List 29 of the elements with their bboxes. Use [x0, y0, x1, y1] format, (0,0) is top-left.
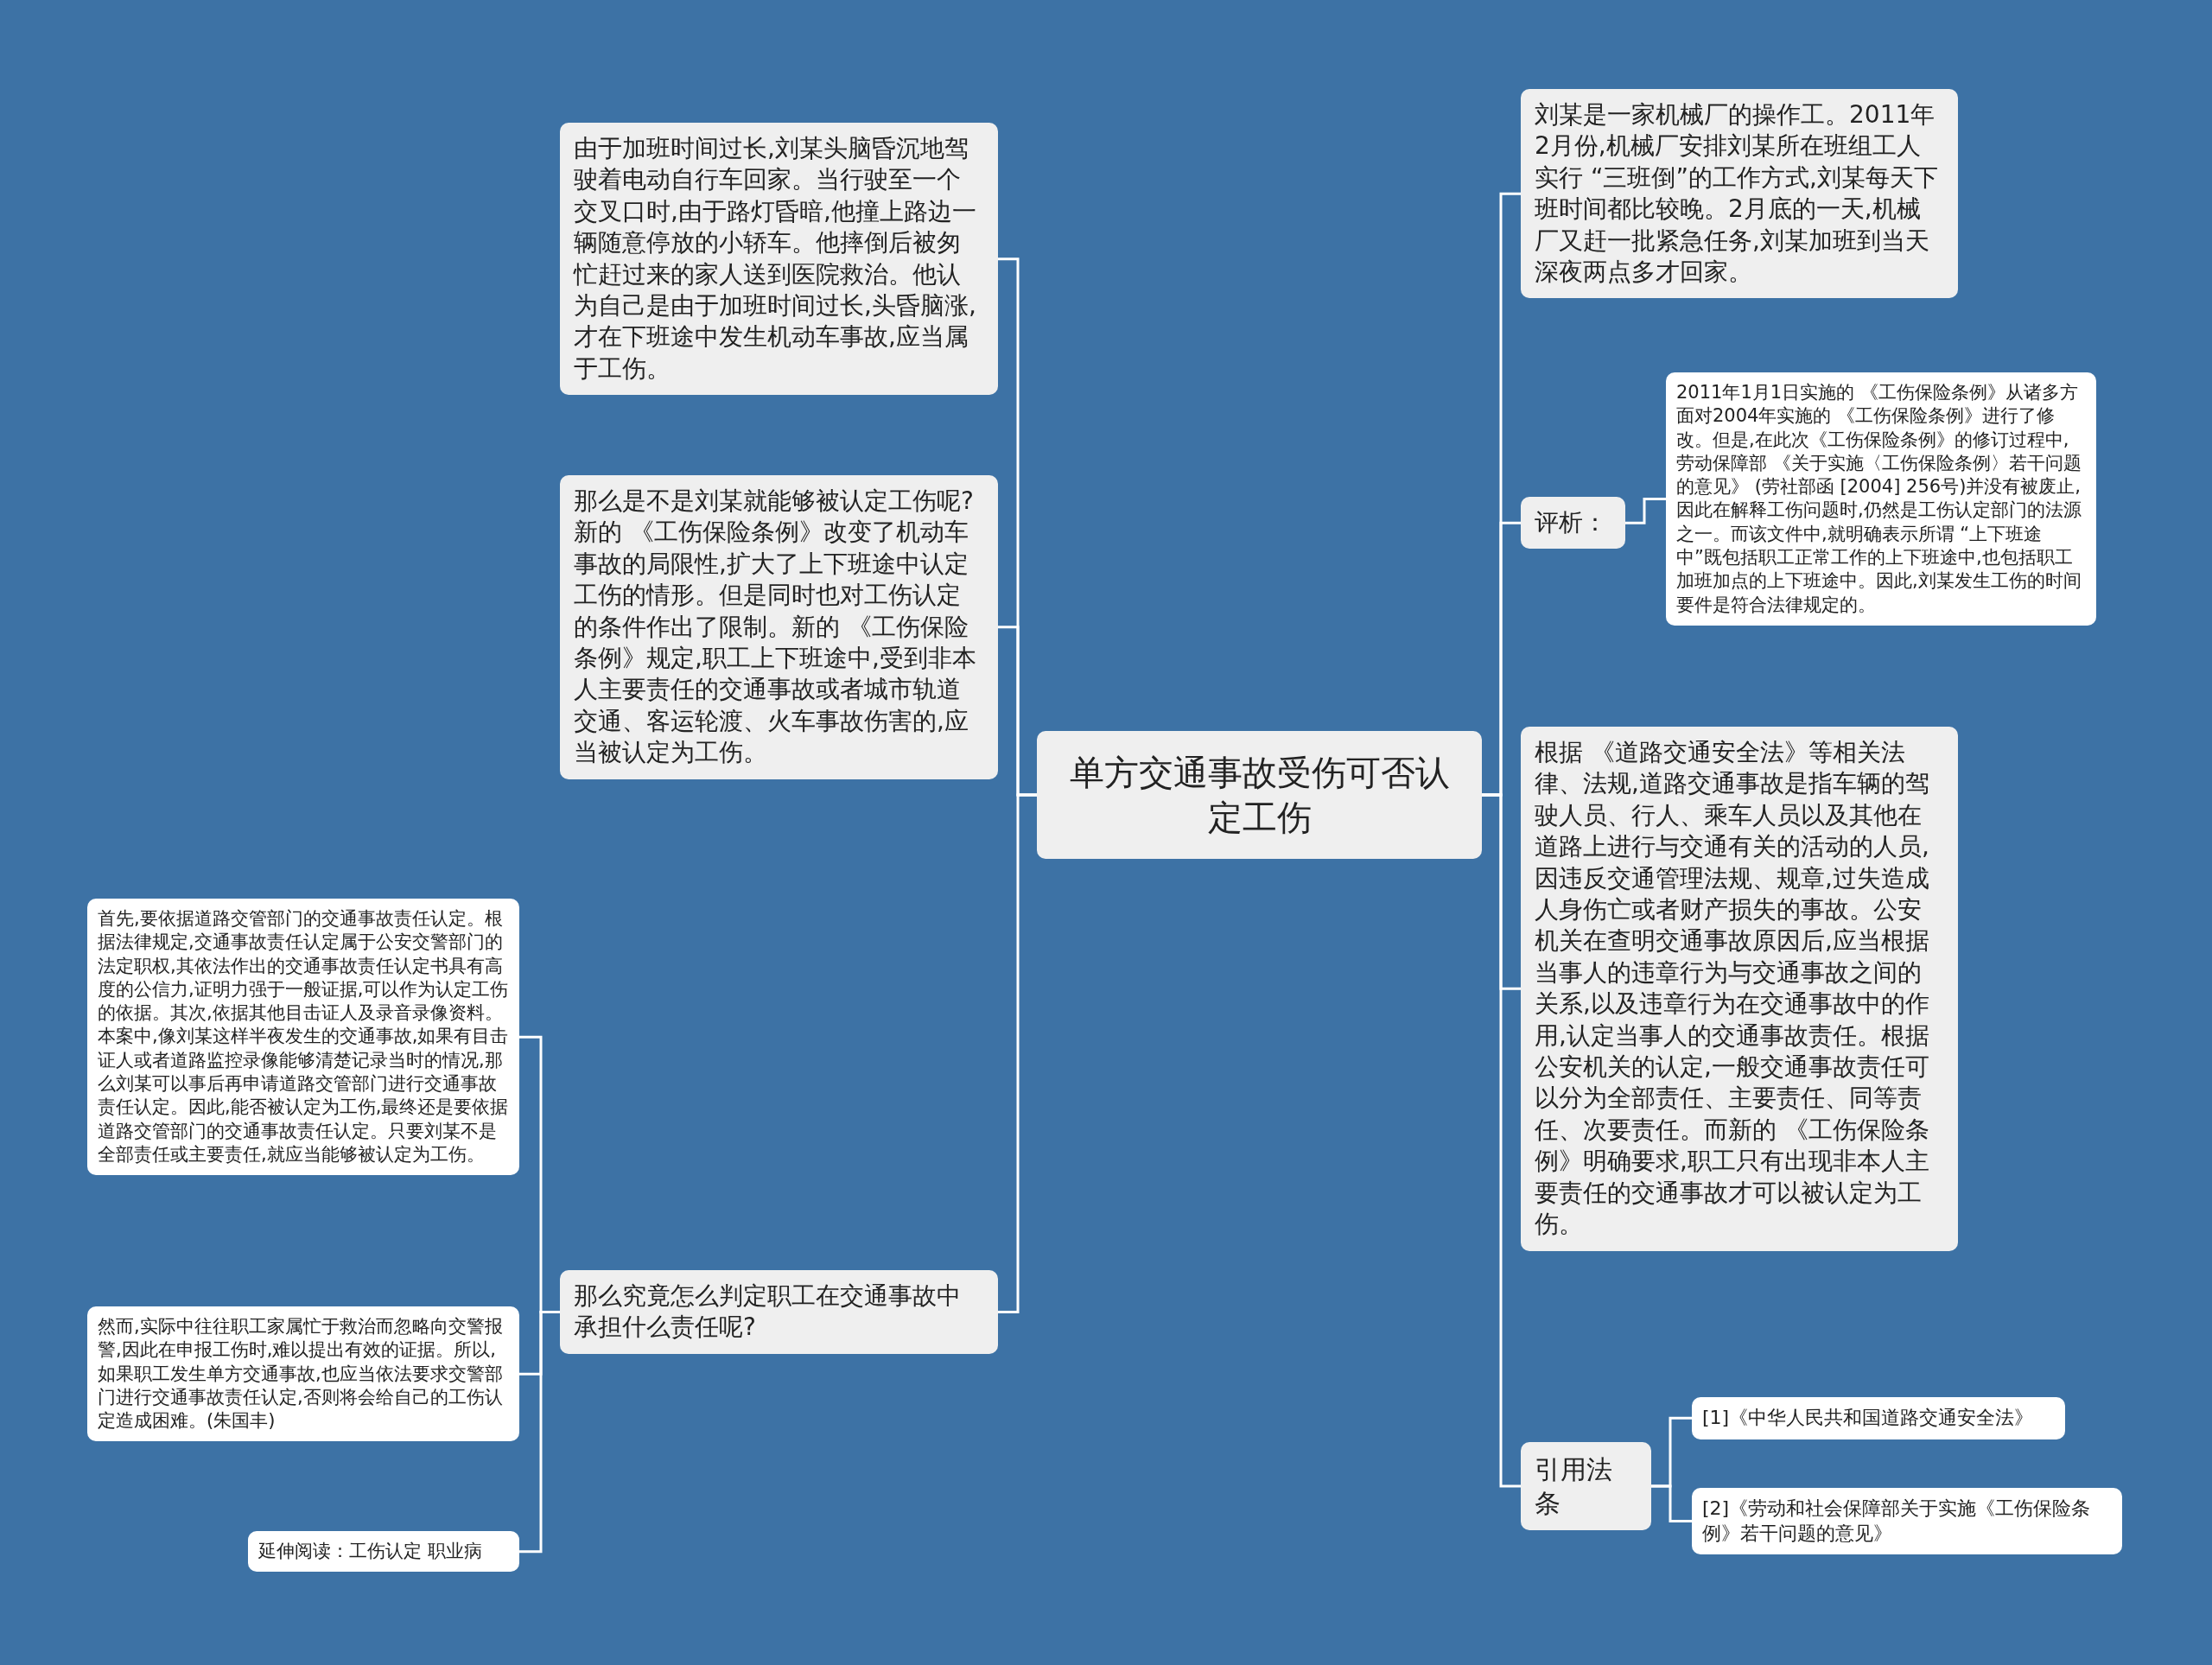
- topic-box: [1521, 89, 1958, 299]
- connector-line: [519, 1310, 560, 1554]
- topic-text: 延伸阅读：工伤认定 职业病: [258, 1540, 483, 1563]
- topic-text: 那么是不是刘某就能够被认定工伤呢?新的 《工伤保险条例》改变了机动车事故的局限性,扩大了上下班途中认定工伤的情形。但是同时也对工伤认定的条件作出了限制。新的 《工伤保险条例》规定,职工上下班途中,受到非本人主要责任的交通事故或者城市轨道交通、客运轮渡、火车事故伤害的,应当被认定为工伤。: [574, 486, 977, 769]
- topic-box: [1692, 1397, 2065, 1439]
- topic-text: 首先,要依据道路交管部门的交通事故责任认定。根据法律规定,交通事故责任认定属于公安交警部门的法定职权,其依法作出的交通事故责任认定书具有高度的公信力,证明力强于一般证据,可以作为认定工伤的依据。其次,依据其他目击证人及录音录像资料。本案中,像刘某这样半夜发生的交通事故,如果有目击证人或者道路监控录像能够清楚记录当时的情况,那么刘某可以事后再申请道路交管部门进行交通事故责任认定。因此,能否被认定为工伤,最终还是要依据道路交管部门的交通事故责任认定。只要刘某不是全部责任或主要责任,就应当能够被认定为工伤。: [98, 907, 509, 1166]
- topic-box: [560, 123, 998, 396]
- topic-box: [248, 1531, 519, 1573]
- topic-text: 引用法条: [1535, 1453, 1613, 1520]
- topic-title: 单方交通事故受伤可否认定工伤: [1068, 752, 1451, 839]
- topic-text: 2011年1月1日实施的 《工伤保险条例》从诸多方面对2004年实施的 《工伤保险条例》进行了修改。但是,在此次《工伤保险条例》的修订过程中,劳动保障部 《关于实施〈工伤保险条例〉若干问题的意见》 (劳社部函 [2004] 256号)并没有被废止,因此在解释工伤问题时,仍然是工伤认定部门的法源之一。而该文件中,就明确表示所谓 “上下班途中”既包括职工正常工作的上下班途中,也包括职工加班加点的上下班途中。因此,刘某发生工伤的时间要件是符合法律规定的。: [1676, 381, 2082, 617]
- topic-box: [1521, 1442, 1651, 1530]
- connector-line: [998, 793, 1037, 1313]
- topic-text: 根据 《道路交通安全法》等相关法律、法规,道路交通事故是指车辆的驾驶人员、行人、乘车人员以及其他在道路上进行与交通有关的活动的人员,因违反交通管理法规、规章,过失造成人身伤亡或者财产损失的事故。公安机关在查明交通事故原因后,应当根据当事人的违章行为与交通事故之间的关系,以及违章行为在交通事故中的作用,认定当事人的交通事故责任。根据公安机关的认定,一般交通事故责任可以分为全部责任、主要责任、同等责任、次要责任。而新的 《工伤保险条例》明确要求,职工只有出现非本人主要责任的交通事故才可以被认定为工伤。: [1535, 737, 1930, 1241]
- connector-line: [1651, 1484, 1692, 1523]
- connector-line: [1625, 498, 1666, 524]
- central-topic-box: [1037, 731, 1482, 859]
- topic-text: 评析：: [1535, 507, 1608, 538]
- topic-box: [560, 1270, 998, 1354]
- topic-text: [2]《劳动和社会保障部关于实施《工伤保险条例》若干问题的意见》: [1702, 1497, 2092, 1546]
- topic-box: [1692, 1488, 2122, 1555]
- topic-text: 由于加班时间过长,刘某头脑昏沉地驾驶着电动自行车回家。当行驶至一个交叉口时,由于路灯昏暗,他撞上路边一辆随意停放的小轿车。他摔倒后被匆忙赶过来的家人送到医院救治。他认为自己是由于加班时间过长,头昏脑涨,才在下班途中发生机动车事故,应当属于工伤。: [574, 133, 977, 384]
- connector-line: [1482, 793, 1521, 1488]
- topic-box: [1521, 497, 1625, 550]
- topic-box: [87, 1306, 519, 1442]
- topic-text: 刘某是一家机械厂的操作工。2011年2月份,机械厂安排刘某所在班组工人实行 “三班倒”的工作方式,刘某每天下班时间都比较晚。2月底的一天,机械厂又赶一批紧急任务,刘某加班到当天深夜两点多才回家。: [1535, 99, 1939, 289]
- topic-text: 那么究竟怎么判定职工在交通事故中承担什么责任呢?: [574, 1281, 962, 1344]
- topic-text: [1]《中华人民共和国道路交通安全法》: [1702, 1406, 2035, 1430]
- topic-text: 然而,实际中往往职工家属忙于救治而忽略向交警报警,因此在申报工伤时,难以提出有效的证据。所以,如果职工发生单方交通事故,也应当依法要求交警部门进行交通事故责任认定,否则将会给自己的工伤认定造成困难。(朱国丰): [98, 1315, 504, 1433]
